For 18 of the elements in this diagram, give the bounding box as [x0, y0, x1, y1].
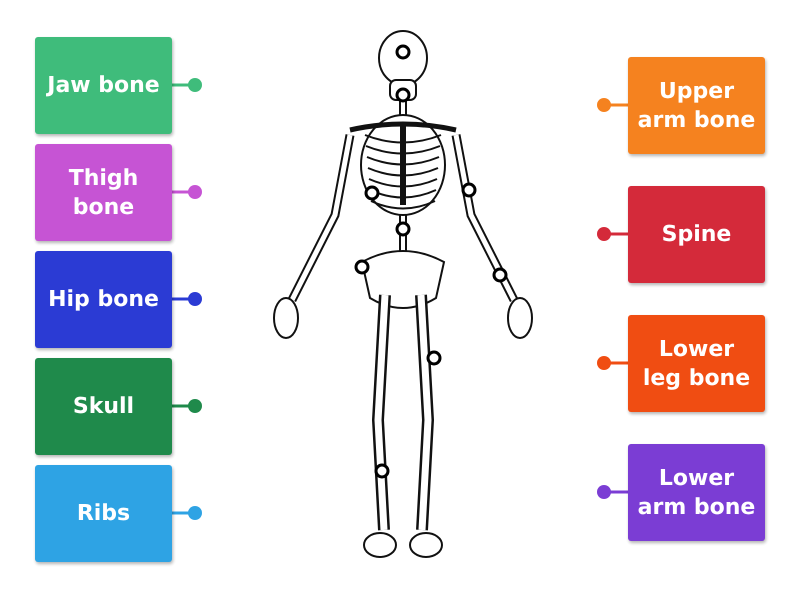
label-tile [35, 358, 172, 455]
label-text: Ribs [76, 500, 130, 528]
label-tile [35, 251, 172, 348]
label-tile [628, 186, 765, 283]
label-text: Lower leg bone [642, 336, 752, 392]
label-tile [628, 444, 765, 541]
label-text: Hip bone [48, 286, 159, 314]
label-tile [35, 144, 172, 241]
label-tile [35, 465, 172, 562]
label-text: Upper arm bone [636, 78, 756, 134]
label-tile [628, 57, 765, 154]
label-text: Skull [72, 393, 134, 421]
label-tile [628, 315, 765, 412]
label-text: Lower arm bone [636, 464, 756, 522]
label-text: Spine [662, 221, 732, 249]
label-text: Jaw bone [47, 72, 160, 100]
label-tile [35, 37, 172, 134]
label-text: Thigh bone [68, 164, 140, 222]
